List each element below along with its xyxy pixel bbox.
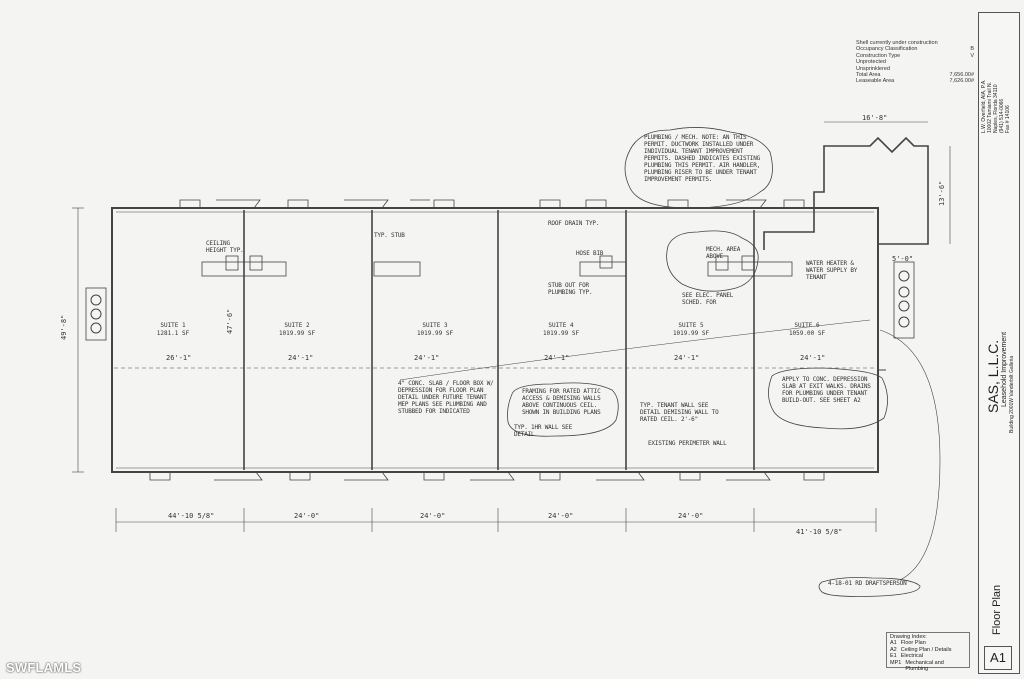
annex-right-dim: 13'-6" [938,180,946,206]
note-roof-drain: ROOF DRAIN TYP. [548,220,600,227]
note-mech: MECH. AREA ABOVE [706,246,741,260]
note-plumbing: PLUMBING / MECH. NOTE: AN THIS PERMIT. D… [644,134,761,183]
inner-dim-2: 24'-1" [288,354,314,362]
cloud-approved [768,367,888,430]
revision-leader [879,329,941,581]
sheet-number: A1 [984,646,1012,670]
shell-info-block: Shell currently under construction Occup… [856,40,974,85]
left-inner-dim: 47'-6" [226,308,234,334]
bottom-dim-3: 24'-0" [420,512,446,520]
building-name: Building 2001W Vanderbilt Galleria [1009,355,1015,433]
note-hose: HOSE BIB [576,250,604,257]
inner-dim-5: 24'-1" [674,354,700,362]
watermark: SWFLAMLS [6,660,82,675]
cloud-revision [818,577,921,597]
note-approved: APPLY TO CONC. DEPRESSION SLAB AT EXIT W… [782,376,871,404]
inner-dim-6: 24'-1" [800,354,826,362]
company-name: SAS, L.L.C. [985,339,1001,413]
ac-pad-left [85,287,107,341]
bottom-dim-1: 44'-10 5/8" [168,512,215,520]
cloud-framing [507,382,619,437]
note-ceiling: CEILING HEIGHT TYP. [206,240,244,254]
note-typ-stub: TYP. STUB [374,232,405,239]
inner-dim-1: 26'-1" [166,354,192,362]
project-name: Leasehold Improvement [1001,331,1008,407]
annex-top-dim: 16'-8" [862,114,888,122]
note-stub: STUB OUT FOR PLUMBING TYP. [548,282,593,296]
note-fire-wall: TYP. 1HR WALL SEE DETAIL [514,424,573,438]
note-revision: 4-18-01 RD DRAFTSPERSON [828,580,907,587]
note-perimeter: EXISTING PERIMETER WALL [648,440,727,447]
note-demising: 4" CONC. SLAB / FLOOR BOX W/ DEPRESSION … [398,380,494,415]
cloud-plumbing [624,127,773,209]
note-wh: WATER HEATER & WATER SUPPLY BY TENANT [806,260,858,281]
ac-pad-right [893,261,915,339]
left-dim: 49'-8" [60,314,68,340]
bottom-dim-5: 24'-0" [678,512,704,520]
title-block: L.W. Overfield, AIA, P.A. 10002 Tamiami … [978,12,1020,674]
storefront-bottom [149,471,825,481]
inner-dim-3: 24'-1" [414,354,440,362]
note-elec-panel: SEE ELEC. PANEL SCHED. FOR [682,292,734,306]
bottom-dim-2: 24'-0" [294,512,320,520]
note-tenant-wall: TYP. TENANT WALL SEE DETAIL DEMISING WAL… [640,402,719,423]
cloud-stub [666,230,759,292]
annex-small-dim: 5'-0" [892,255,914,263]
bottom-dim-6: 41'-10 5/8" [796,528,843,536]
inner-dim-4: 24'-1" [544,354,570,362]
bottom-dim-4: 24'-0" [548,512,574,520]
note-framing: FRAMING FOR RATED ATTIC ACCESS & DEMISIN… [522,388,601,416]
architect-fax: Fax # 14106 [1005,105,1011,133]
storefront-top [179,199,805,209]
sheet-title: Floor Plan [991,584,1003,635]
annex-outline [763,136,929,250]
dimension-lines [72,121,951,532]
fixtures [201,255,793,277]
drawing-index-title: Drawing Index: [890,634,927,640]
demising-walls [243,210,755,470]
